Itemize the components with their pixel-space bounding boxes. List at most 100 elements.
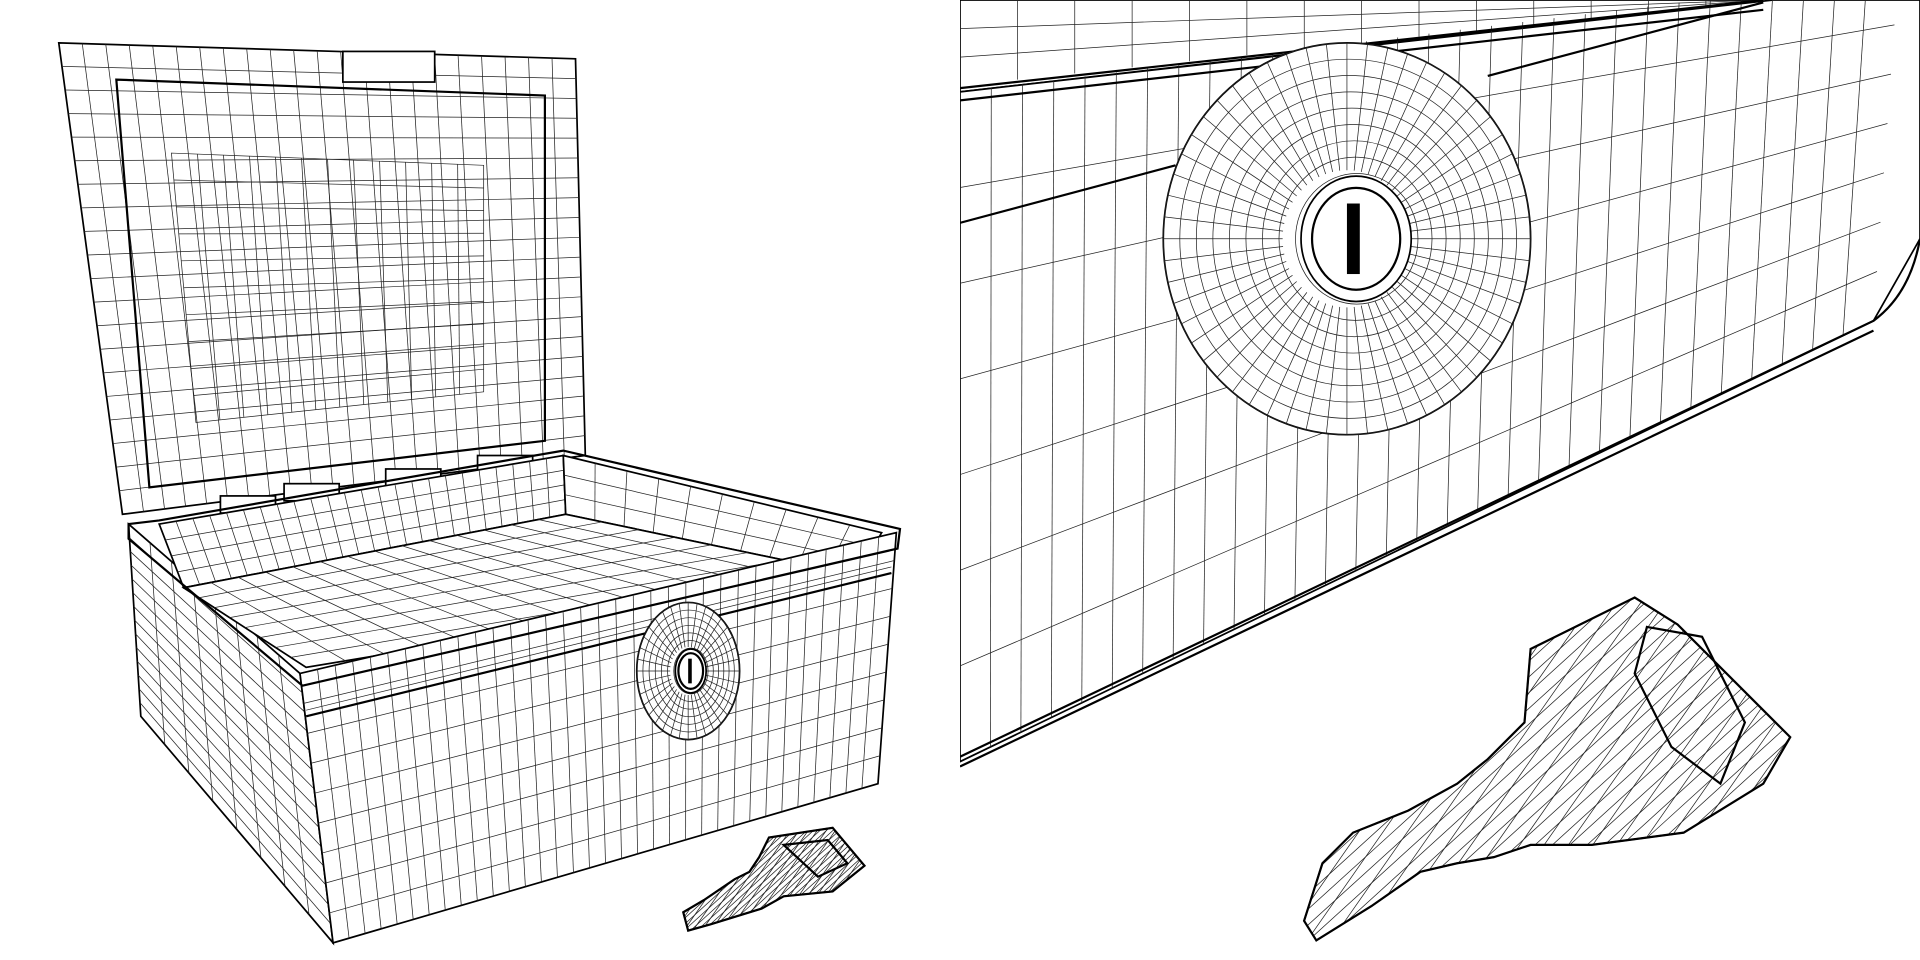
closeup-lock-spoke <box>1248 72 1314 181</box>
box-left-side-wire <box>134 619 317 809</box>
box-front-wire <box>334 665 366 934</box>
small-key-wire <box>719 827 793 931</box>
box-lock-spoke <box>648 626 675 656</box>
box-lock-spoke <box>670 693 683 736</box>
closeup-lock-spoke <box>1216 287 1302 378</box>
box-left-side-wire <box>135 633 320 828</box>
box-left-side-wire <box>133 606 315 790</box>
small-key-wire <box>845 827 865 931</box>
closeup-front-wire <box>1751 0 1773 380</box>
lid-wire <box>103 336 583 374</box>
closeup-lock-spoke <box>1326 306 1341 434</box>
closeup-lock-spoke <box>1173 261 1287 304</box>
lid-wire <box>116 415 585 468</box>
small-key-wire <box>846 827 865 931</box>
box-front-wire <box>562 611 574 873</box>
box-inner-back-wire <box>171 484 565 557</box>
closeup-lock-spoke <box>1407 173 1521 217</box>
box-front-wire <box>545 615 558 878</box>
box-inner-right-wire <box>711 494 723 545</box>
box-lock-keyhole-slot <box>688 658 692 684</box>
box-front-wire <box>317 669 350 939</box>
closeup-lock-spoke <box>1360 47 1389 173</box>
box-lock-spoke <box>705 674 739 684</box>
closeup-lock-spoke <box>1353 44 1368 171</box>
small-key-hole <box>781 838 850 879</box>
closeup-lock-spoke <box>1266 62 1320 178</box>
box-front-wire <box>813 549 827 803</box>
closeup-front-wire <box>1812 0 1835 351</box>
lid-wire <box>109 375 584 421</box>
small-key-wire <box>722 827 837 931</box>
closeup-lock-spoke <box>1191 274 1293 344</box>
box-front-wire <box>765 561 774 817</box>
lid-wire <box>61 66 577 79</box>
box-front-wire <box>307 588 893 734</box>
box-lock-spoke <box>703 682 733 706</box>
box-front-wire <box>310 615 891 764</box>
closeup-lock-spoke <box>1181 153 1290 210</box>
box-left-side-wire <box>130 551 305 713</box>
closeup-front-wire <box>1690 0 1711 409</box>
lid-recess-wire <box>173 179 484 189</box>
box-lock-spoke <box>701 686 728 716</box>
closeup-front-wire <box>1842 0 1866 336</box>
closeup-lock-spoke <box>1396 116 1491 197</box>
closeup-lock-spoke <box>1410 216 1530 232</box>
small-key-wire <box>851 827 865 931</box>
box-front-wire <box>781 557 792 812</box>
box-front-wire <box>597 603 606 864</box>
box-front-wire <box>615 598 622 859</box>
closeup-lock-spoke <box>1232 85 1308 186</box>
closeup-key-wire <box>1759 597 1791 941</box>
cash-box-view <box>57 41 937 946</box>
box-lock-spoke <box>705 658 739 668</box>
box-inner-floor-wire <box>229 536 676 618</box>
closeup-lock-spoke <box>1167 194 1285 224</box>
lid-wire <box>71 136 578 139</box>
small-key-wire <box>858 827 865 931</box>
box-lock-keyhole-rim <box>677 652 705 690</box>
closeup-lock-spoke <box>1305 47 1333 173</box>
box-front-wire <box>580 607 590 868</box>
closeup-lock-spoke <box>1203 116 1297 197</box>
closeup-key-outline <box>1303 596 1792 942</box>
closeup-lock-spoke <box>1386 85 1462 186</box>
closeup-front-wire <box>1111 72 1117 689</box>
box-lock-spoke <box>701 626 728 656</box>
closeup-lid-wire <box>960 0 1764 29</box>
box-inner-right-wire <box>769 509 787 558</box>
lid-recess-wire <box>183 278 484 289</box>
closeup-key-edge <box>1302 596 1792 942</box>
box-front-wire <box>369 656 398 925</box>
lid-wire <box>87 236 580 256</box>
box-lock-spoke <box>639 678 672 695</box>
closeup-lock-spoke <box>1374 300 1427 416</box>
closeup-front-wire <box>1050 80 1055 718</box>
lid-wire <box>65 89 577 99</box>
closeup-lock-spoke <box>1374 62 1427 178</box>
closeup-key-wire <box>1866 598 1920 941</box>
box-front-wire <box>329 755 881 914</box>
closeup-front-wire <box>1781 0 1804 365</box>
box-left-side-wire <box>130 565 308 732</box>
closeup-lock-spoke <box>1404 268 1513 325</box>
box-lock-spoke <box>637 674 671 684</box>
box-left-side-wire <box>132 592 313 770</box>
lock-closeup-view <box>960 0 1920 942</box>
closeup-lock-spoke <box>1353 306 1368 434</box>
box-front-wire <box>314 643 889 794</box>
small-key-wire <box>865 828 937 931</box>
box-inner-floor-wire <box>198 521 603 599</box>
box-inner-floor-wire <box>275 559 785 648</box>
box-front-wire <box>457 636 478 901</box>
closeup-front-wire <box>1020 84 1023 733</box>
closeup-lock-keyhole-rim <box>1310 186 1402 291</box>
closeup-lid-wire <box>960 0 1764 58</box>
box-lock-spoke <box>696 691 715 731</box>
box-inner-back-wire <box>177 499 566 573</box>
lid-recess-wire <box>193 368 484 396</box>
box-front-wire <box>749 565 757 822</box>
closeup-key-wire <box>1793 598 1920 941</box>
closeup-key-hole <box>1633 625 1747 786</box>
